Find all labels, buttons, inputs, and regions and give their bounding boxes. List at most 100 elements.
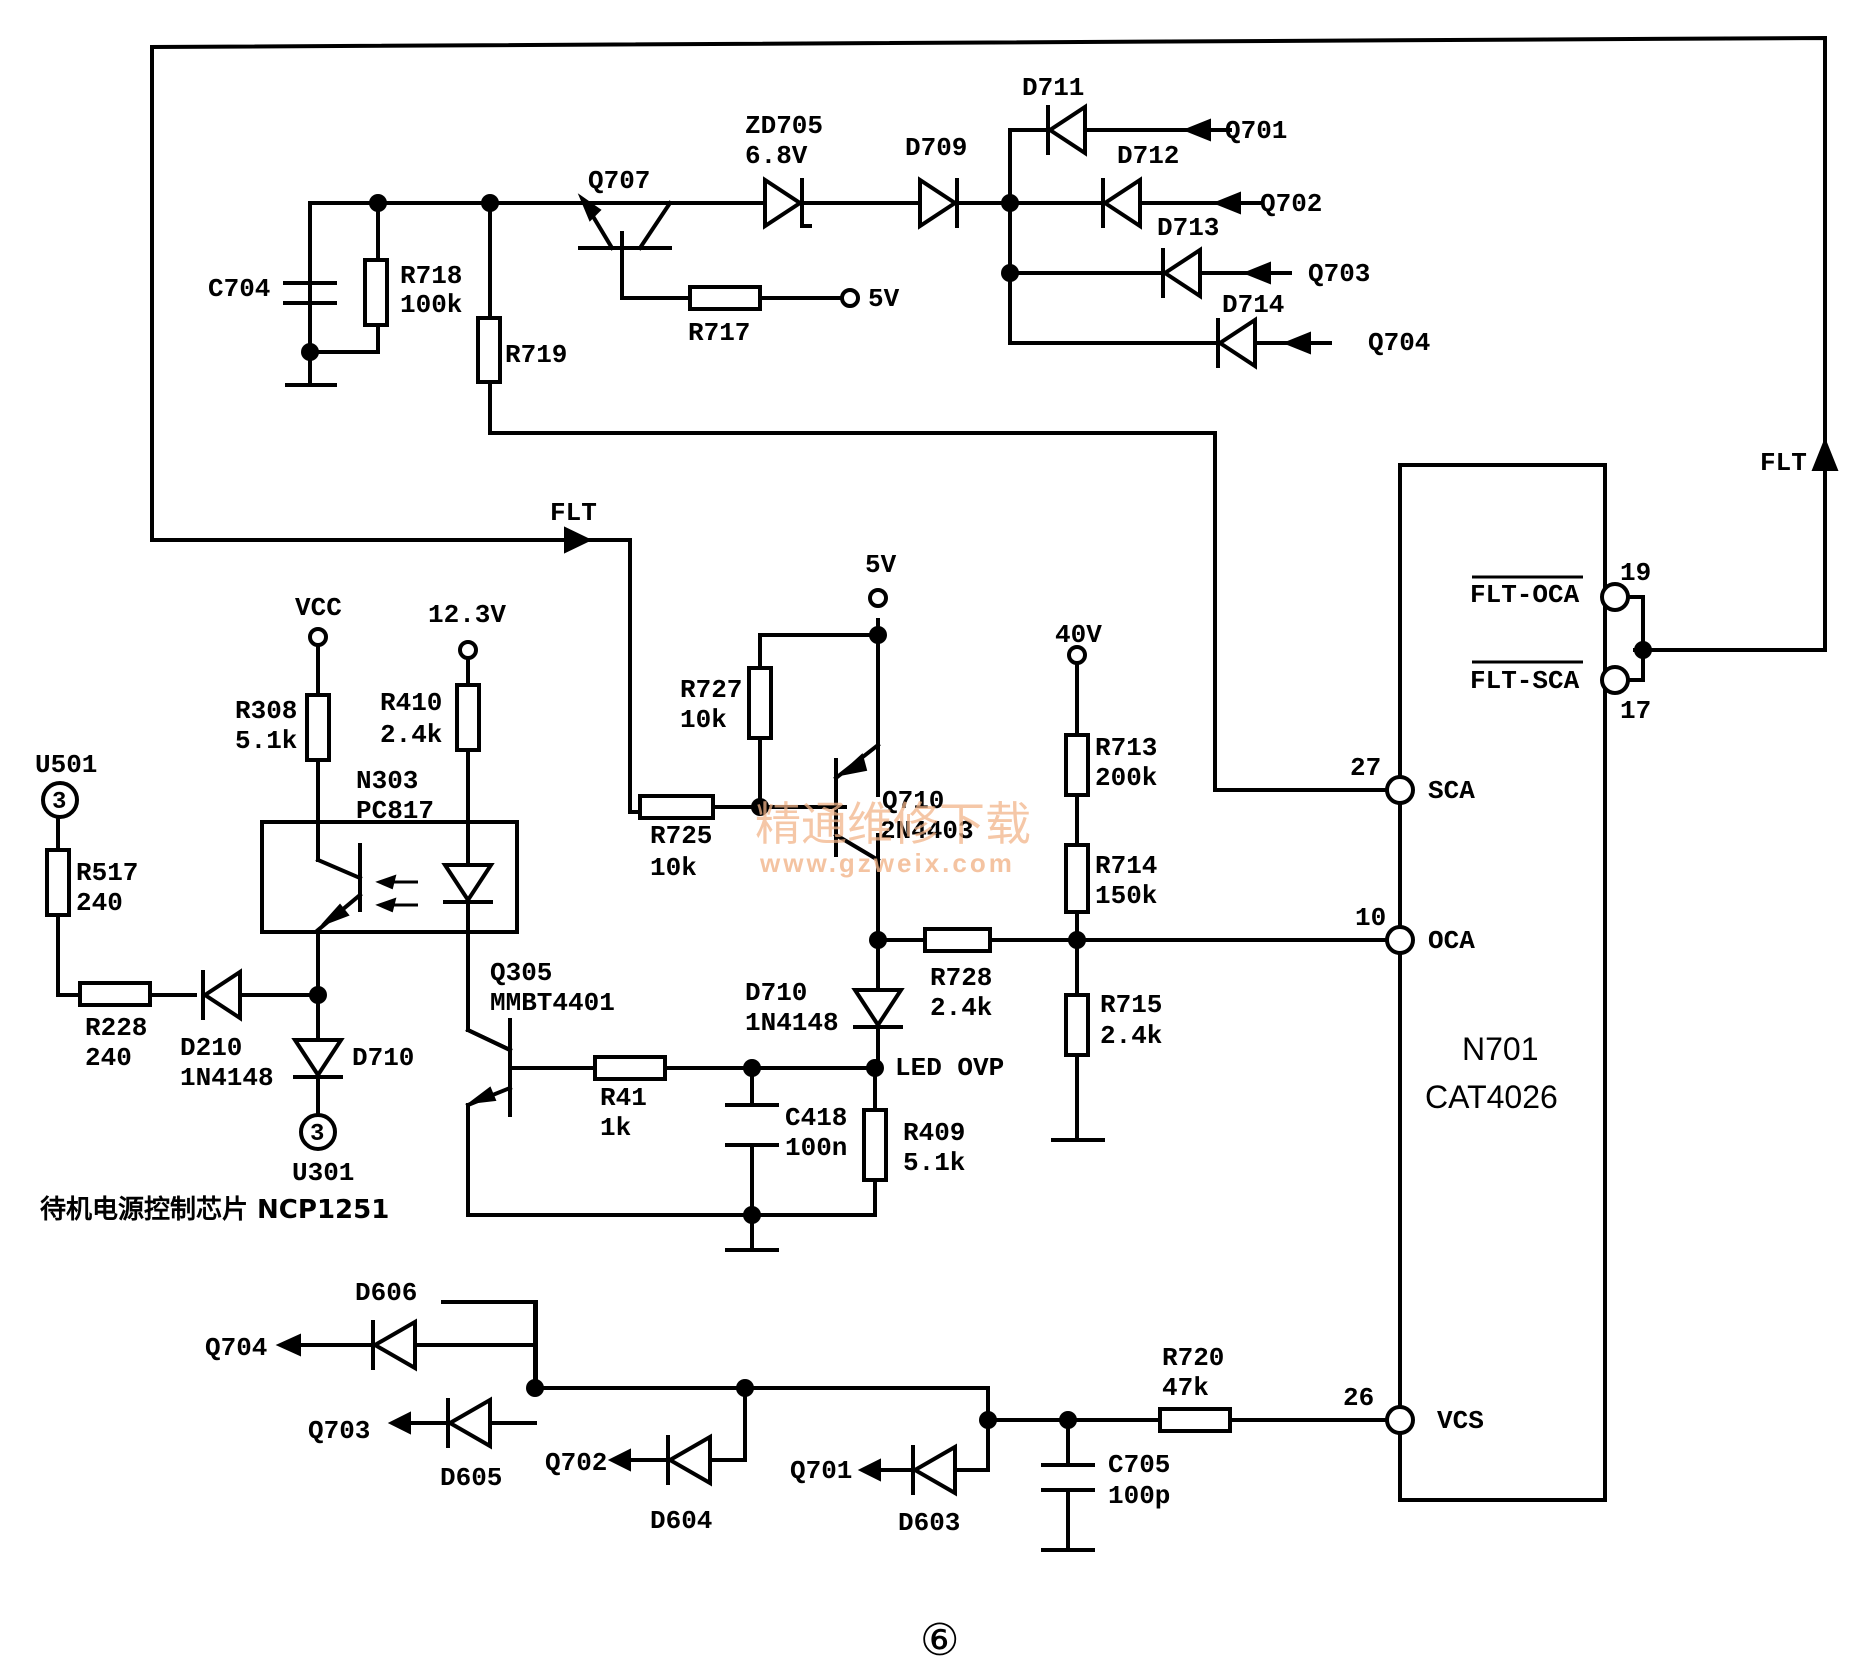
label-r517-val: 240 — [76, 888, 123, 918]
label-q703-in: Q703 — [1308, 259, 1370, 289]
label-q702-out: Q702 — [545, 1448, 607, 1478]
label-r718-val: 100k — [400, 290, 462, 320]
label-q707-name: Q707 — [588, 166, 650, 196]
label-r409-val: 5.1k — [903, 1148, 965, 1178]
label-r714-val: 150k — [1095, 881, 1157, 911]
label-pin-oca: OCA — [1428, 926, 1475, 956]
label-r713: R713 — [1095, 733, 1157, 763]
ground-symbols — [285, 383, 1105, 1552]
label-flt-top: FLT — [1760, 448, 1807, 478]
transistor-symbols — [260, 193, 881, 1117]
label-u301-pin: 3 — [310, 1121, 324, 1148]
label-c704: C704 — [208, 274, 270, 304]
labels: C704 R718 100k R719 5V Q707 ZD705 6.8V D… — [35, 73, 1807, 1538]
label-led-ovp: LED OVP — [895, 1053, 1004, 1083]
label-d606: D606 — [355, 1278, 417, 1308]
label-d714: D714 — [1222, 290, 1284, 320]
label-r727: R727 — [680, 675, 742, 705]
label-n303: N303 — [356, 766, 418, 796]
label-ic-part: CAT4026 — [1425, 1079, 1558, 1115]
label-d603: D603 — [898, 1508, 960, 1538]
label-q305-val: MMBT4401 — [490, 988, 615, 1018]
label-q704-in: Q704 — [1368, 328, 1430, 358]
label-pin-27: 27 — [1350, 753, 1381, 783]
caption-standby-chip: 待机电源控制芯片 NCP1251 — [40, 1195, 389, 1225]
label-d210-val: 1N4148 — [180, 1063, 274, 1093]
label-d710-right: D710 — [745, 978, 807, 1008]
label-c705-val: 100p — [1108, 1481, 1170, 1511]
label-d712: D712 — [1117, 141, 1179, 171]
label-r720: R720 — [1162, 1343, 1224, 1373]
label-r409: R409 — [903, 1118, 965, 1148]
label-flt: FLT — [550, 498, 597, 528]
label-d709: D709 — [905, 133, 967, 163]
watermark-url: www.gzweix.com — [759, 848, 1015, 878]
label-r517: R517 — [76, 858, 138, 888]
label-vcc: VCC — [295, 593, 342, 623]
label-d710-left: D710 — [352, 1043, 414, 1073]
label-q703-out: Q703 — [308, 1416, 370, 1446]
watermark-cn: 精通维修下载 — [755, 797, 1031, 851]
label-pin-10: 10 — [1355, 903, 1386, 933]
label-r410: R410 — [380, 688, 442, 718]
label-5v-mid: 5V — [865, 550, 897, 580]
label-r728: R728 — [930, 963, 992, 993]
label-n303-val: PC817 — [356, 796, 434, 826]
label-r728-val: 2.4k — [930, 993, 992, 1023]
label-r228-val: 240 — [85, 1043, 132, 1073]
label-r718: R718 — [400, 261, 462, 291]
label-r717: R717 — [688, 318, 750, 348]
label-ic-name: N701 — [1462, 1031, 1539, 1067]
label-r720-val: 47k — [1162, 1373, 1209, 1403]
label-r727-val: 10k — [680, 705, 727, 735]
watermark: 精通维修下载 www.gzweix.com — [755, 797, 1031, 878]
label-r308: R308 — [235, 696, 297, 726]
label-q701-in: Q701 — [1225, 116, 1287, 146]
label-12v: 12.3V — [428, 600, 506, 630]
label-zd705-val: 6.8V — [745, 141, 808, 171]
label-q710-val: 2N4403 — [880, 816, 974, 846]
label-r725: R725 — [650, 821, 712, 851]
figure-number: ⑥ — [920, 1616, 959, 1665]
label-5v-top: 5V — [868, 284, 900, 314]
label-pin-17: 17 — [1620, 696, 1651, 726]
label-pin-26: 26 — [1343, 1383, 1374, 1413]
label-q702-in: Q702 — [1260, 189, 1322, 219]
label-r41: R41 — [600, 1083, 647, 1113]
terminals — [41, 118, 1839, 1482]
label-r715: R715 — [1100, 990, 1162, 1020]
label-r228: R228 — [85, 1013, 147, 1043]
label-u501: U501 — [35, 750, 97, 780]
label-r713-val: 200k — [1095, 763, 1157, 793]
label-u501-pin: 3 — [52, 789, 66, 816]
label-pin-flt-oca: FLT-OCA — [1470, 580, 1580, 610]
label-d604: D604 — [650, 1506, 712, 1536]
label-c418-val: 100n — [785, 1133, 847, 1163]
label-r719: R719 — [505, 340, 567, 370]
label-d711: D711 — [1022, 73, 1084, 103]
label-pin-sca: SCA — [1428, 776, 1475, 806]
label-r715-val: 2.4k — [1100, 1021, 1162, 1051]
label-q305: Q305 — [490, 958, 552, 988]
resistor-symbols — [45, 258, 1232, 1433]
junction-dots — [301, 194, 1652, 1429]
label-q710: Q710 — [882, 786, 944, 816]
label-pin-flt-sca: FLT-SCA — [1470, 666, 1580, 696]
label-r41-val: 1k — [600, 1113, 631, 1143]
capacitor-symbols — [283, 281, 1095, 1492]
label-r308-val: 5.1k — [235, 726, 297, 756]
label-d605: D605 — [440, 1463, 502, 1493]
label-pin-vcs: VCS — [1437, 1406, 1484, 1436]
ic-n701 — [1385, 463, 1630, 1502]
label-q704-out: Q704 — [205, 1333, 267, 1363]
label-u301: U301 — [292, 1158, 354, 1188]
label-d210: D210 — [180, 1033, 242, 1063]
label-40v: 40V — [1055, 620, 1102, 650]
label-c705: C705 — [1108, 1450, 1170, 1480]
label-r410-val: 2.4k — [380, 720, 442, 750]
label-zd705: ZD705 — [745, 111, 823, 141]
label-r714: R714 — [1095, 851, 1157, 881]
label-q701-out: Q701 — [790, 1456, 852, 1486]
label-c418: C418 — [785, 1103, 847, 1133]
